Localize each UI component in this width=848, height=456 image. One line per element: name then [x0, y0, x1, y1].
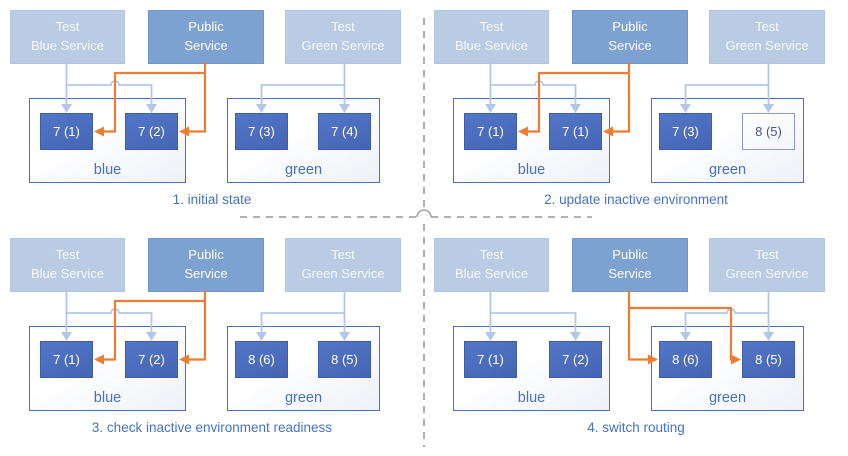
pod: 7 (3) [235, 113, 288, 150]
test-blue-service-label: Test Blue Service [455, 247, 528, 281]
test-green-service-label: Test Green Service [725, 19, 809, 53]
panel-caption: 4. switch routing [587, 420, 685, 435]
test-green-service-label: Test Green Service [301, 247, 385, 281]
test-green-service-box: Test Green Service [285, 238, 401, 292]
public-service-box: Public Service [572, 10, 688, 64]
test-blue-service-box: Test Blue Service [10, 238, 125, 292]
panel-update-inactive-environment: Test Blue Service Public Service Test Gr… [424, 0, 848, 228]
panel-caption: 2. update inactive environment [544, 192, 728, 207]
env-box-green: 7 (3) 7 (4) green [227, 98, 380, 183]
pod: 7 (2) [549, 341, 602, 378]
env-box-blue: 7 (1) 7 (2) blue [29, 98, 186, 183]
panel-check-inactive-readiness: Test Blue Service Public Service Test Gr… [0, 228, 424, 456]
pod: 8 (5) [318, 341, 371, 378]
env-box-green: 8 (6) 8 (5) green [651, 326, 804, 411]
pod: 8 (6) [659, 341, 712, 378]
env-label-blue: blue [93, 390, 122, 406]
panel-initial-state: Test Blue Service Public Service Test Gr… [0, 0, 424, 228]
pod: 7 (4) [318, 113, 371, 150]
env-label-blue: blue [517, 390, 546, 406]
pod: 7 (1) [464, 113, 517, 150]
panel-caption: 3. check inactive environment readiness [91, 420, 333, 435]
env-box-blue: 7 (1) 7 (2) blue [29, 326, 186, 411]
test-blue-service-label: Test Blue Service [31, 19, 104, 53]
pod: 7 (1) [40, 113, 93, 150]
public-service-label: Public Service [184, 19, 228, 53]
public-service-box: Public Service [148, 10, 264, 64]
panel-caption: 1. initial state [172, 192, 252, 207]
env-label-green: green [284, 162, 323, 178]
env-box-green: 7 (3) 8 (5) green [651, 98, 804, 183]
test-blue-service-label: Test Blue Service [455, 19, 528, 53]
pod: 8 (5) [742, 341, 795, 378]
test-blue-service-label: Test Blue Service [31, 247, 104, 281]
public-service-box: Public Service [572, 238, 688, 292]
pod-creating: 8 (5) [742, 113, 795, 150]
pod: 7 (2) [125, 113, 178, 150]
test-blue-service-box: Test Blue Service [10, 10, 125, 64]
public-service-box: Public Service [148, 238, 264, 292]
env-box-blue: 7 (1) 7 (1) blue [453, 98, 610, 183]
env-label-green: green [284, 390, 323, 406]
env-label-green: green [708, 162, 747, 178]
test-blue-service-box: Test Blue Service [434, 10, 549, 64]
public-service-label: Public Service [608, 19, 652, 53]
env-box-green: 8 (6) 8 (5) green [227, 326, 380, 411]
test-green-service-box: Test Green Service [709, 238, 825, 292]
pod: 7 (1) [549, 113, 602, 150]
env-box-blue: 7 (1) 7 (2) blue [453, 326, 610, 411]
env-label-blue: blue [517, 162, 546, 178]
env-label-blue: blue [93, 162, 122, 178]
panel-switch-routing: Test Blue Service Public Service Test Gr… [424, 228, 848, 456]
pod: 7 (1) [40, 341, 93, 378]
pod: 8 (6) [235, 341, 288, 378]
test-green-service-label: Test Green Service [725, 247, 809, 281]
public-service-label: Public Service [608, 247, 652, 281]
test-green-service-label: Test Green Service [301, 19, 385, 53]
test-green-service-box: Test Green Service [709, 10, 825, 64]
test-blue-service-box: Test Blue Service [434, 238, 549, 292]
public-service-label: Public Service [184, 247, 228, 281]
pod: 7 (2) [125, 341, 178, 378]
env-label-green: green [708, 390, 747, 406]
pod: 7 (1) [464, 341, 517, 378]
test-green-service-box: Test Green Service [285, 10, 401, 64]
pod: 7 (3) [659, 113, 712, 150]
